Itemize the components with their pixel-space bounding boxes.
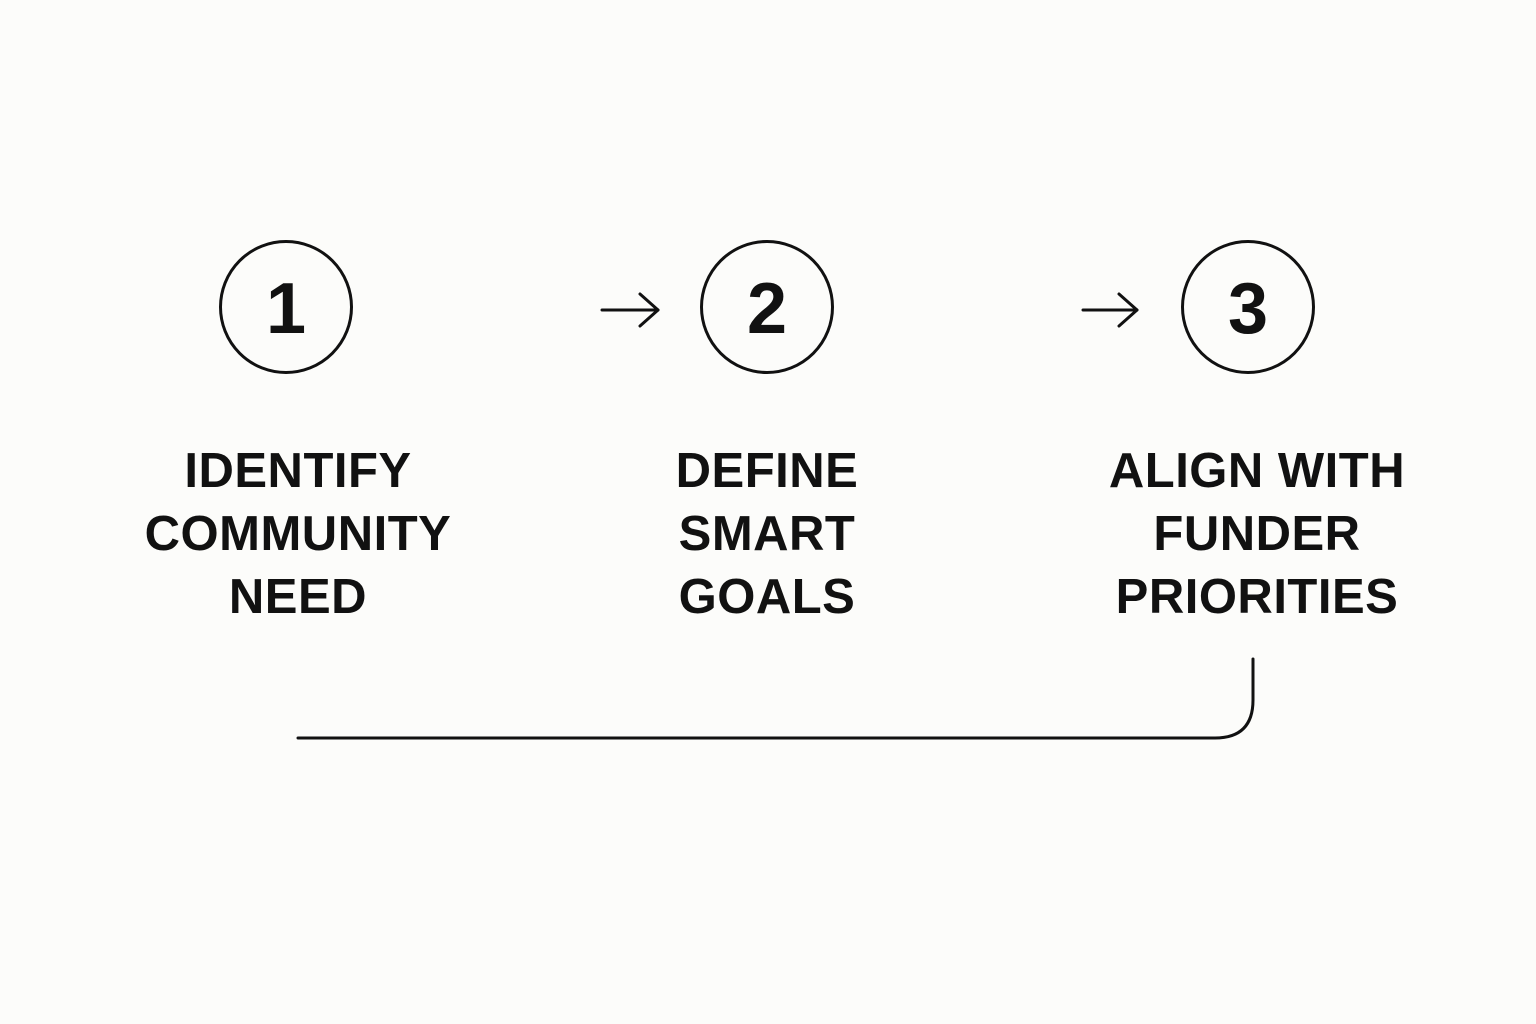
step-1-label-line-3: NEED	[228, 570, 368, 624]
step-1-number: 1	[265, 269, 307, 349]
step-2-label-line-2: SMART	[678, 507, 856, 561]
step-3-label: ALIGN WITH FUNDER PRIORITIES	[1067, 440, 1447, 629]
feedback-return-line	[296, 657, 1255, 740]
step-1-label-line-1: IDENTIFY	[184, 444, 412, 498]
step-2-label-line-1: DEFINE	[675, 444, 859, 498]
right-arrow-icon	[600, 292, 660, 328]
step-2-label: DEFINE SMART GOALS	[577, 440, 957, 629]
step-3-label-line-1: ALIGN WITH	[1108, 444, 1406, 498]
step-2-label-line-3: GOALS	[678, 570, 856, 624]
step-3-label-line-2: FUNDER	[1153, 507, 1361, 561]
step-1-circle: 1	[219, 240, 353, 374]
step-3-number: 3	[1227, 269, 1269, 349]
step-3-label-line-3: PRIORITIES	[1115, 570, 1399, 624]
right-arrow-icon	[1081, 292, 1139, 328]
step-2-number: 2	[746, 269, 788, 349]
step-1-label-line-2: COMMUNITY	[144, 507, 452, 561]
step-2-circle: 2	[700, 240, 834, 374]
step-3-circle: 3	[1181, 240, 1315, 374]
step-1-label: IDENTIFY COMMUNITY NEED	[108, 440, 488, 629]
